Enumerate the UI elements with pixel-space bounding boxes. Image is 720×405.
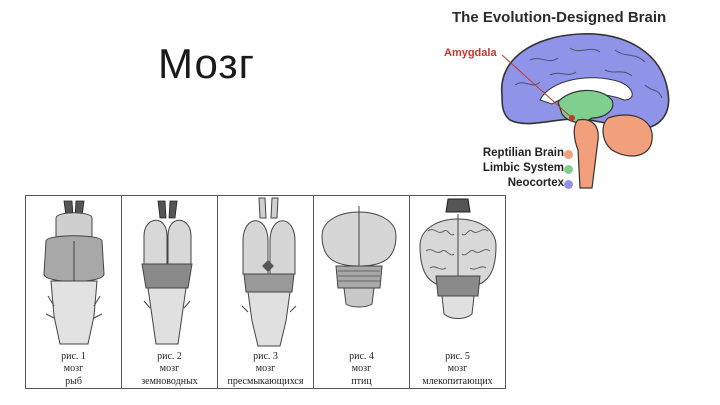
limbic-dot [564,165,573,174]
bird-brain-illustration [314,196,404,348]
reptilian-dot [564,150,573,159]
evolution-brain-diagram: The Evolution-Designed Brain Amygdala Re… [440,0,720,200]
amphibian-brain-illustration [122,196,212,348]
legend-neocortex: Neocortex [458,177,564,189]
neocortex-dot [564,180,573,189]
legend-limbic: Limbic System [458,162,564,174]
fish-brain-illustration [26,196,122,348]
mammal-brain-illustration [410,196,506,348]
amygdala-label: Amygdala [444,47,497,59]
legend-reptilian: Reptilian Brain [458,147,564,159]
slide-title: Мозг [158,40,255,88]
reptile-brain-illustration [218,196,320,348]
